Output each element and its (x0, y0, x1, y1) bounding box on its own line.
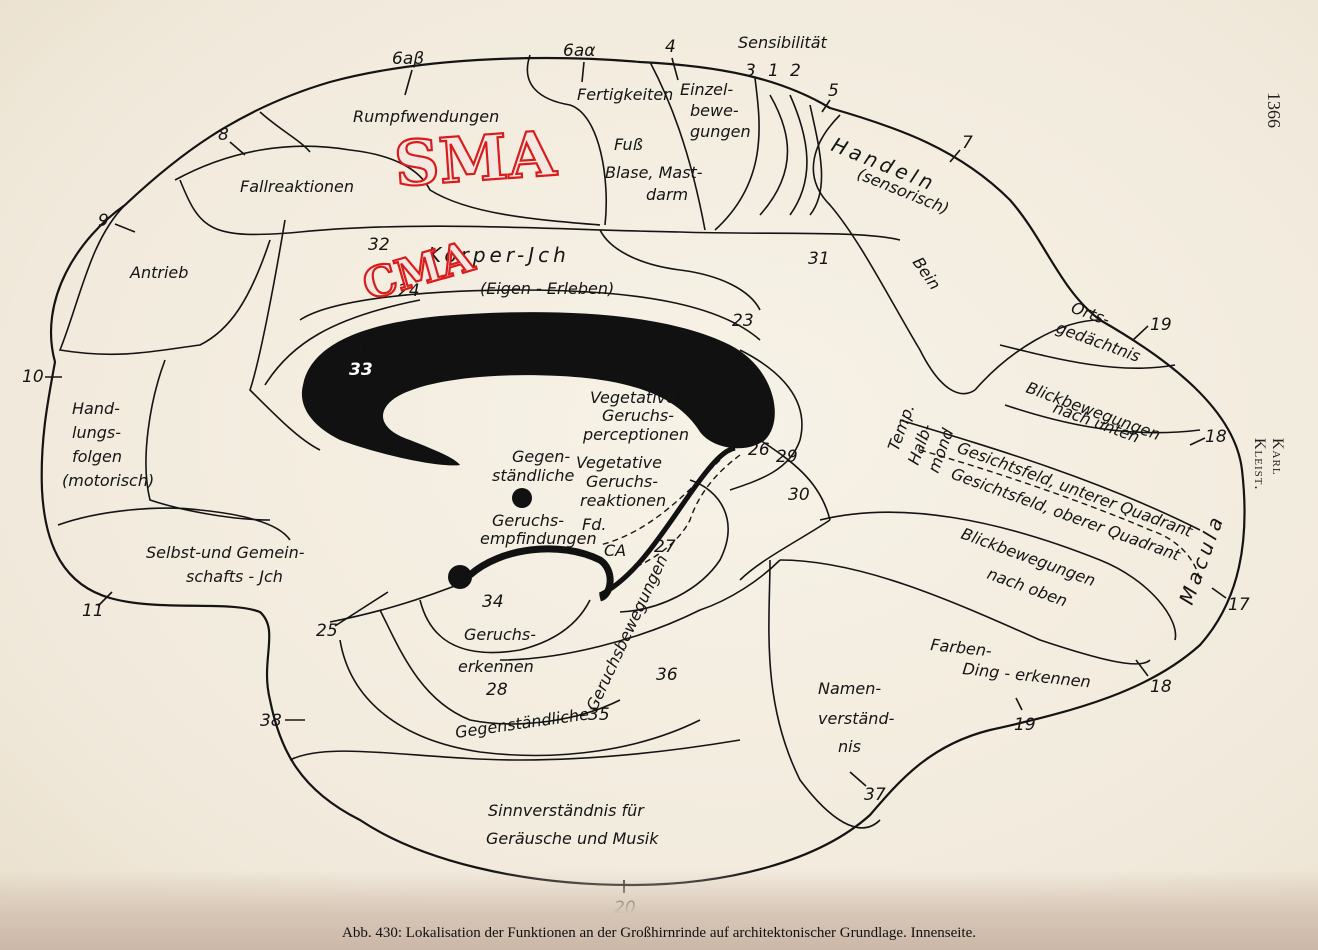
label-selbst-2: schafts - Jch (186, 567, 283, 586)
label-gegen-1: Gegen- (512, 447, 570, 466)
label-bein: Bein (909, 253, 945, 293)
num-7: 7 (962, 133, 973, 153)
label-geruchs-erk-1: Geruchs- (464, 625, 536, 644)
num-19-upper: 19 (1150, 315, 1172, 335)
label-veg-reak-3: reaktionen (580, 491, 666, 510)
label-handlungs-3: folgen (72, 447, 122, 466)
label-einzel-3: gungen (690, 122, 751, 141)
label-geruchs-erk-2: erkennen (458, 657, 534, 676)
label-veg-perc-3: perceptionen (582, 425, 689, 444)
label-selbst-1: Selbst-und Gemein- (146, 543, 305, 562)
fornix-band (470, 549, 610, 598)
label-blase-2: darm (646, 185, 688, 204)
label-blase-1: Blase, Mast- (605, 163, 703, 182)
num-23: 23 (732, 311, 754, 331)
marker-dot-upper (512, 488, 532, 508)
label-veg-perc-1: Vegetative (590, 388, 676, 407)
num-33: 33 (349, 360, 373, 380)
num-6ab: 6aβ (392, 49, 424, 69)
label-veg-reak-2: Geruchs- (586, 472, 658, 491)
num-9: 9 (98, 211, 109, 231)
num-30: 30 (788, 485, 810, 505)
num-28: 28 (486, 680, 508, 700)
num-25: 25 (316, 621, 338, 641)
figure-caption: Abb. 430: Lokalisation der Funktionen an… (0, 925, 1318, 942)
label-eigen-erleben: (Eigen - Erleben) (480, 279, 614, 298)
marker-dot-lower (448, 565, 472, 589)
num-18-lower: 18 (1150, 677, 1172, 697)
label-einzel-2: bewe- (690, 101, 739, 120)
num-36: 36 (656, 665, 678, 685)
label-farben-1: Farben- (930, 635, 993, 660)
num-3: 3 (745, 61, 756, 81)
num-1: 1 (768, 61, 779, 81)
label-veg-reak-1: Vegetative (576, 453, 662, 472)
label-fuss: Fuß (614, 135, 643, 154)
label-geruchs-empf-1: Geruchs- (492, 511, 564, 530)
num-38: 38 (260, 711, 282, 731)
label-handlungs-1: Hand- (72, 399, 120, 418)
num-17: 17 (1228, 595, 1250, 615)
label-namen-3: nis (838, 737, 861, 756)
label-fd: Fd. (582, 515, 606, 534)
num-2: 2 (790, 61, 801, 81)
label-sinn-2: Geräusche und Musik (486, 829, 659, 848)
label-gegenstaendliche: Gegenständliche (454, 704, 590, 742)
label-veg-perc-2: Geruchs- (602, 406, 674, 425)
num-19-lower: 19 (1014, 715, 1036, 735)
num-26: 26 (748, 440, 770, 460)
num-10: 10 (22, 367, 44, 387)
num-18-upper: 18 (1205, 427, 1227, 447)
num-8: 8 (218, 125, 229, 145)
label-fertigkeiten: Fertigkeiten (577, 85, 673, 104)
num-31: 31 (808, 249, 830, 269)
corpus-callosum (302, 312, 775, 465)
num-6aa: 6aα (563, 41, 595, 61)
label-gegen-2: ständliche (492, 466, 575, 485)
label-fallreaktionen: Fallreaktionen (240, 177, 354, 196)
label-geruchs-empf-2: empfindungen (480, 529, 597, 548)
label-handlungs-4: (motorisch) (62, 471, 154, 490)
label-handlungs-2: lungs- (72, 423, 121, 442)
label-namen-1: Namen- (818, 679, 881, 698)
num-34: 34 (482, 592, 504, 612)
label-ca: CA (604, 541, 626, 560)
page-number: 1366 (1263, 92, 1284, 128)
num-4: 4 (665, 37, 676, 57)
label-namen-2: verständ- (818, 709, 895, 728)
label-sensibilitaet: Sensibilität (738, 33, 827, 52)
label-einzel-1: Einzel- (680, 80, 733, 99)
label-sinn-1: Sinnverständnis für (488, 801, 645, 820)
num-5: 5 (828, 81, 839, 101)
num-32: 32 (368, 235, 390, 255)
num-29: 29 (776, 447, 798, 467)
label-farben-2: Ding - erkennen (962, 659, 1092, 691)
running-head-author: Karl Kleist. (1250, 438, 1286, 491)
sma-annotation: SMA (392, 117, 559, 201)
label-antrieb: Antrieb (129, 263, 188, 282)
num-37: 37 (864, 785, 886, 805)
